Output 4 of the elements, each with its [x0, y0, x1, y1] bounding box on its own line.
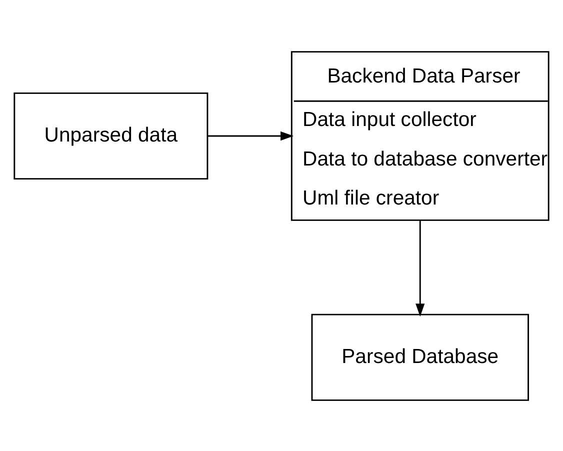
arrow	[416, 220, 425, 316]
node-box: Unparsed data	[14, 92, 208, 180]
node-box: Parsed Database	[311, 313, 529, 400]
arrow	[208, 130, 294, 140]
